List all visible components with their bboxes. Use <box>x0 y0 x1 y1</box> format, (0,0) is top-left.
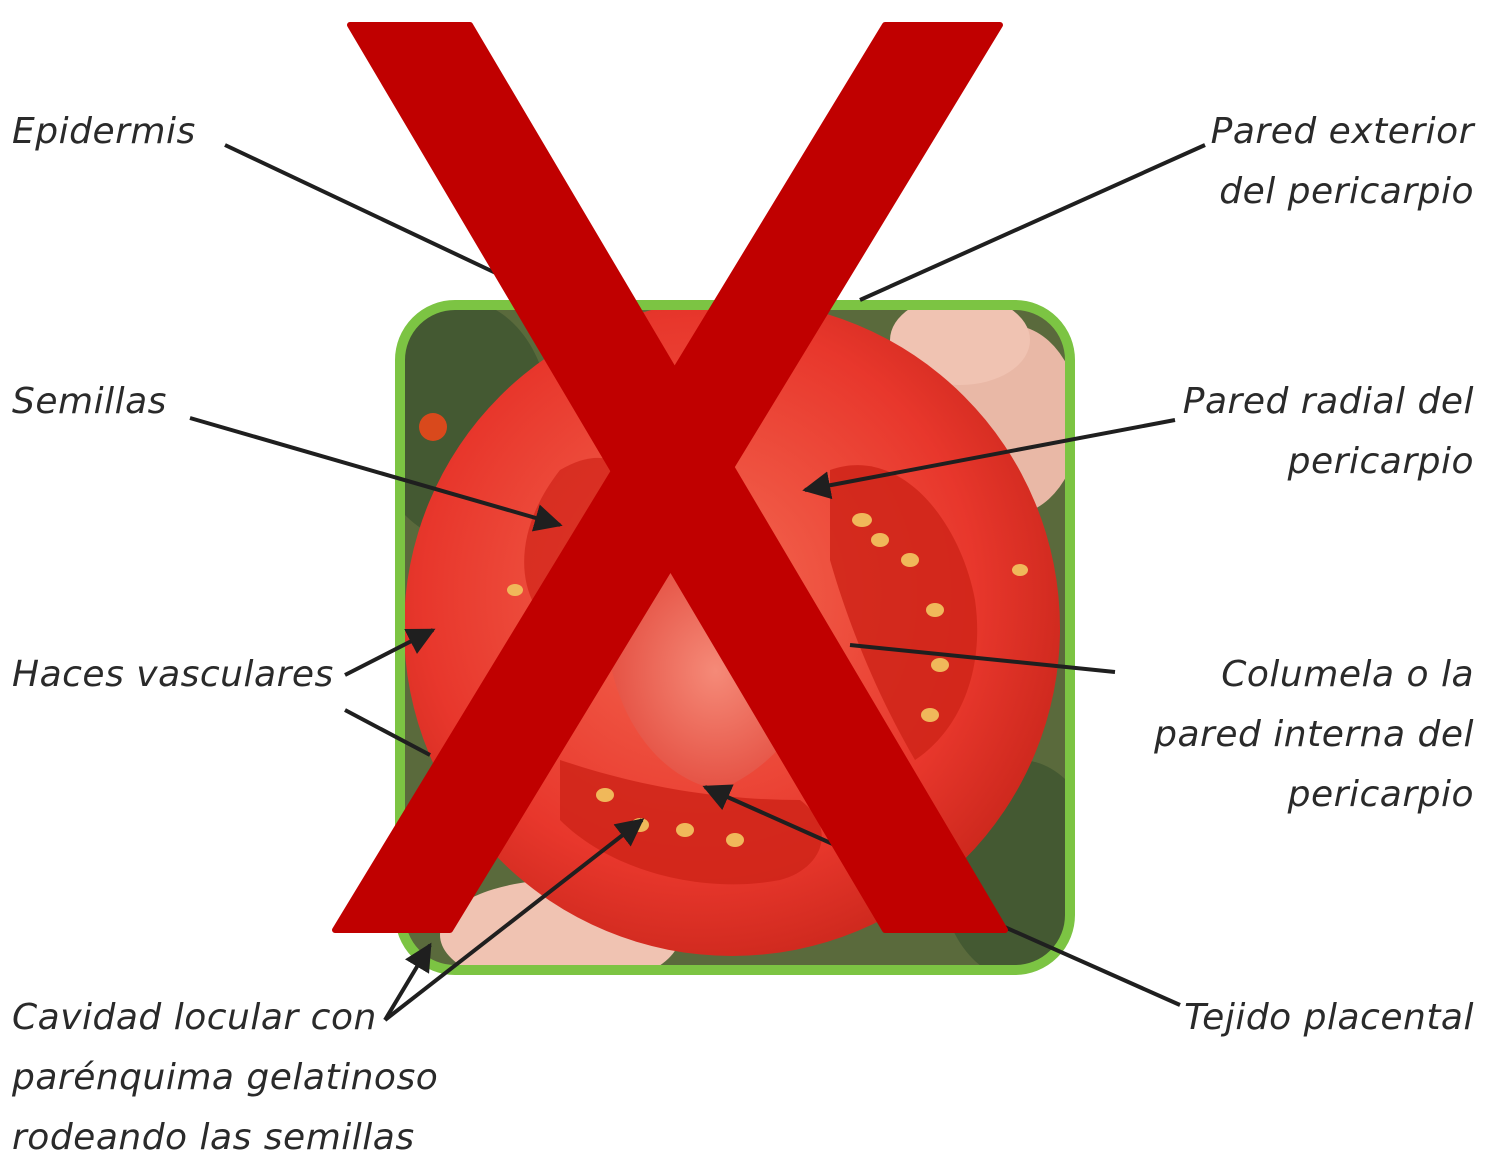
label-semillas: Semillas <box>12 372 167 432</box>
label-columela: Columela o la pared interna del pericarp… <box>1154 645 1474 825</box>
label-tejido-placental: Tejido placental <box>1184 988 1474 1048</box>
label-pared-radial: Pared radial del pericarpio <box>1183 372 1474 492</box>
label-cavidad-locular: Cavidad locular con parénquima gelatinos… <box>12 988 438 1155</box>
label-pared-exterior: Pared exterior del pericarpio <box>1211 102 1474 222</box>
label-haces-vasculares: Haces vasculares <box>12 645 334 705</box>
label-epidermis: Epidermis <box>12 102 196 162</box>
